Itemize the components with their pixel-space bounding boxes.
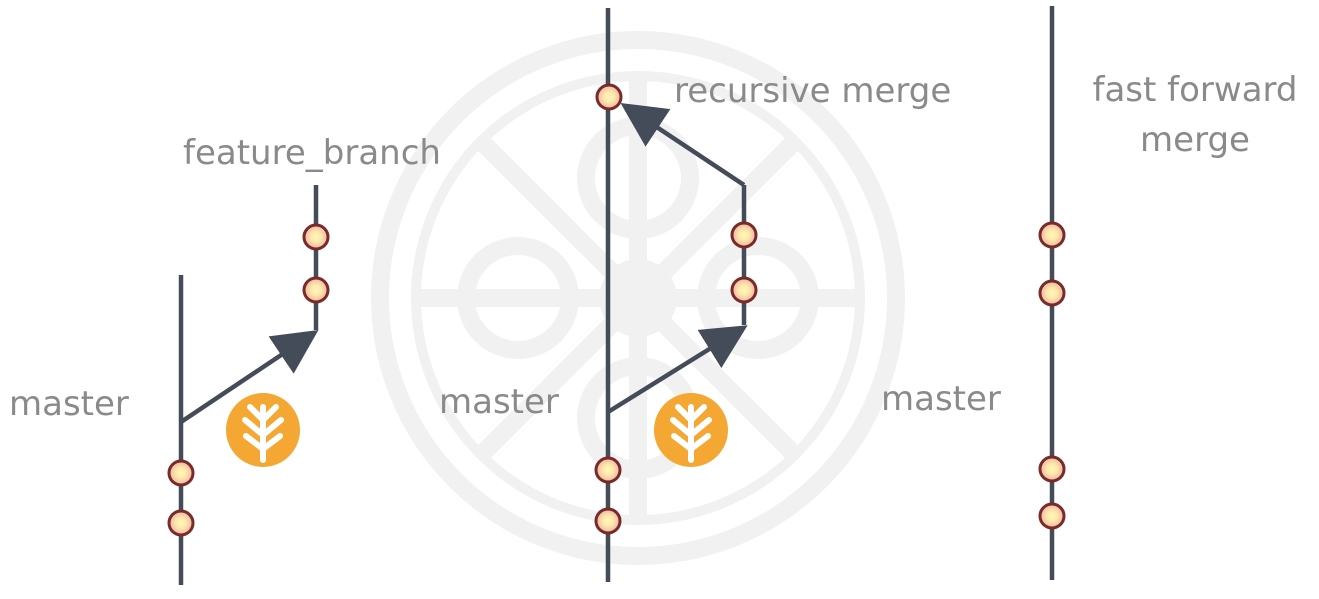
fast-forward-merge-label: fast forward merge	[1092, 70, 1298, 160]
commit-node	[1038, 279, 1066, 307]
commit-node	[730, 221, 758, 249]
recursive-merge-label: recursive merge	[674, 71, 952, 111]
right-fast-forward-diagram	[1038, 6, 1066, 580]
commit-node	[730, 276, 758, 304]
master-label-middle: master	[439, 382, 559, 422]
commit-node	[302, 223, 330, 251]
commit-node	[594, 456, 622, 484]
commit-node	[1038, 502, 1066, 530]
master-label-right: master	[881, 379, 1001, 419]
commit-node	[167, 459, 195, 487]
feature-branch-label: feature_branch	[183, 133, 441, 173]
middle-recursive-diagram	[594, 8, 758, 582]
commit-node	[302, 276, 330, 304]
branch-tree-icon	[226, 393, 300, 467]
branch-arrow-middle	[606, 325, 748, 414]
branch-arrow-left	[179, 329, 319, 424]
commit-node	[167, 509, 195, 537]
commit-node	[1038, 221, 1066, 249]
commit-node	[1038, 455, 1066, 483]
master-label-left: master	[9, 384, 129, 424]
branch-tree-icon	[654, 393, 728, 467]
merge-arrow-middle	[620, 103, 746, 187]
left-branch-diagram	[167, 185, 330, 585]
commit-node	[595, 83, 623, 111]
flower-watermark-icon	[371, 31, 905, 565]
commit-node	[594, 507, 622, 535]
